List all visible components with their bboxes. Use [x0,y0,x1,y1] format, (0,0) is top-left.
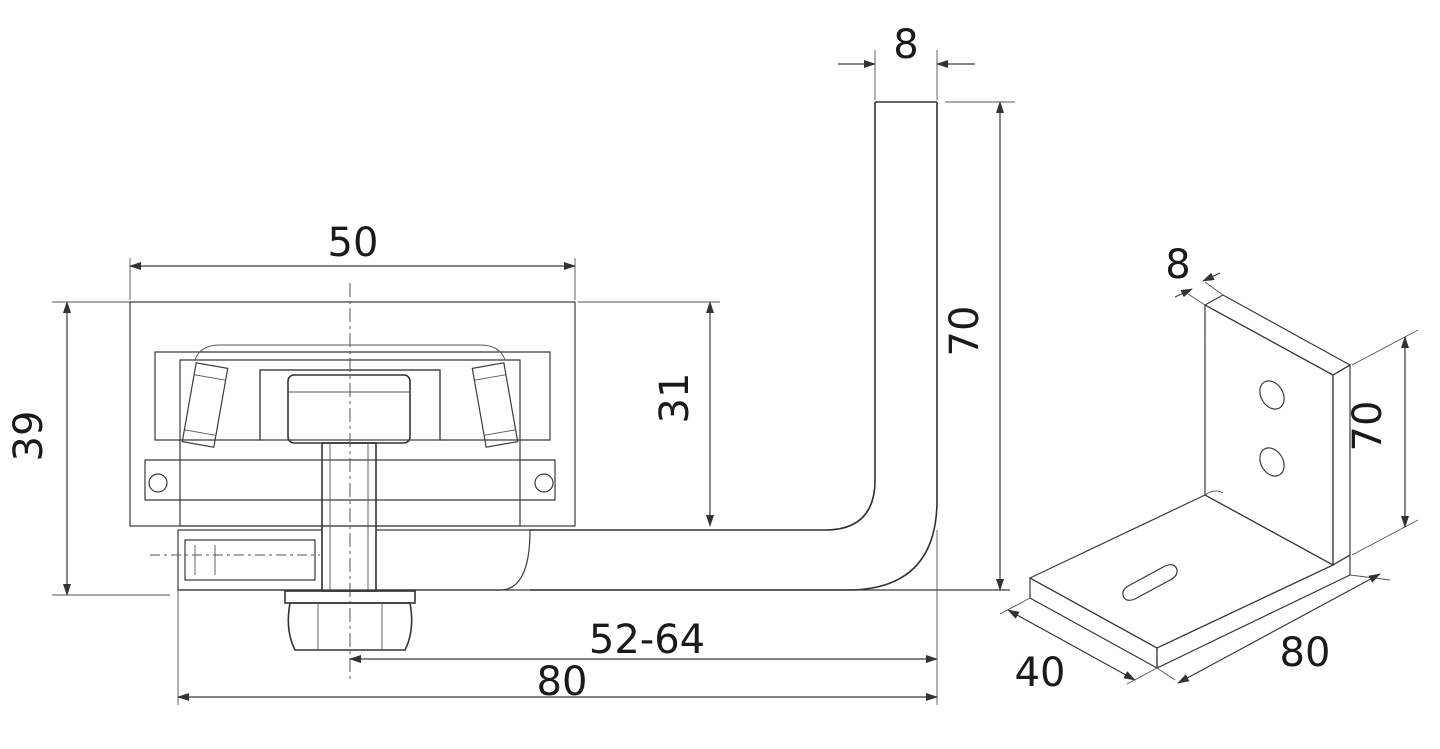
iso-hole-lower [1259,447,1285,477]
bracket-inner-edge [530,102,876,531]
dim-39: 39 [6,411,52,462]
dimension-lines [52,50,1015,705]
housing-block [129,301,576,527]
bearing-housing-section [129,283,576,680]
dim-8-top: 8 [893,22,918,68]
lower-plate-left [177,529,323,591]
seal-left [148,473,168,493]
center-recess [259,369,441,441]
l-bracket-profile [180,101,1010,591]
iso-base-face [1028,494,1335,649]
bracket-outer-edge [530,102,938,591]
iso-dim-40: 40 [1015,650,1066,696]
seal-right [534,473,554,493]
iso-slot [1122,564,1178,601]
set-screw [184,539,316,581]
dim-50: 50 [328,220,379,266]
lower-plate-right [375,529,531,591]
iso-dim-70: 70 [1345,401,1391,452]
l-bracket-isometric [1028,294,1352,670]
iso-dim-8: 8 [1165,242,1190,288]
dim-80: 80 [537,659,588,705]
iso-dimension-lines [999,272,1419,685]
bolt-head [287,374,411,444]
dim-70: 70 [942,306,988,357]
nut [287,602,413,651]
roller-left [181,362,229,448]
iso-hole-upper [1259,380,1285,410]
roller-right [471,362,519,448]
iso-dim-80: 80 [1280,630,1331,676]
dim-31: 31 [652,373,698,424]
dim-52-64: 52-64 [589,617,705,663]
iso-vertical-face [1204,303,1334,567]
